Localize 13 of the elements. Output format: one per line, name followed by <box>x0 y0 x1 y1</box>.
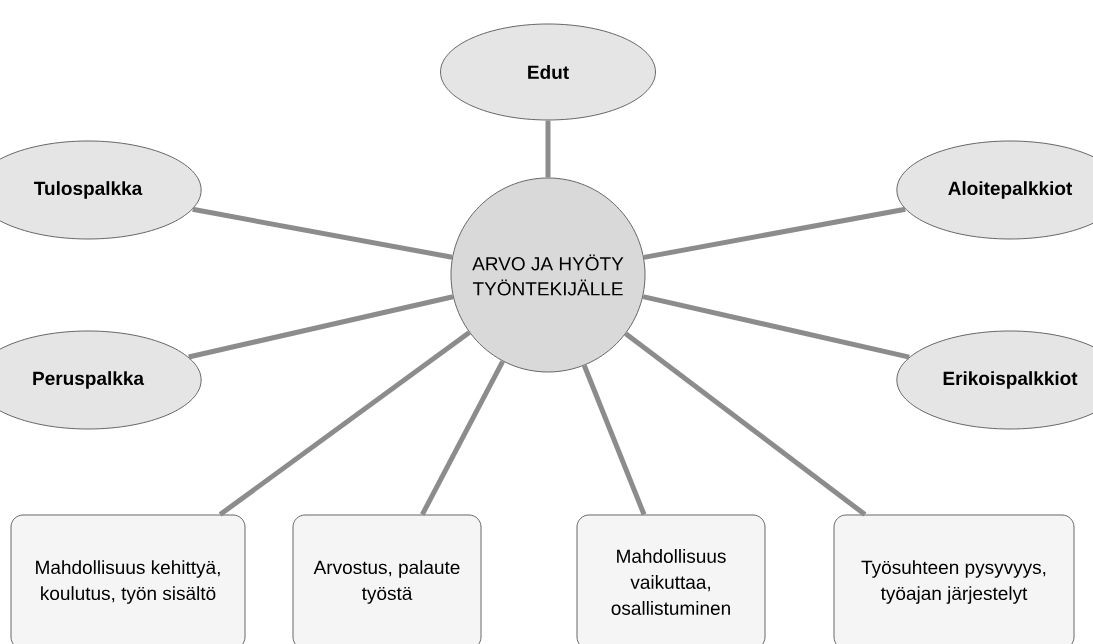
connector-line <box>642 294 910 360</box>
connector-line <box>192 206 453 260</box>
rounded-box: Työsuhteen pysyvyys, työajan järjestelyt <box>833 514 1075 644</box>
connector-line <box>218 330 471 517</box>
rounded-box: Arvostus, palaute työstä <box>292 514 482 644</box>
connector-line <box>545 120 551 178</box>
connector-line <box>420 360 505 516</box>
rounded-box: Mahdollisuus vaikuttaa, osallistuminen <box>576 514 766 644</box>
connector-line <box>188 294 454 360</box>
connector-line <box>624 331 867 517</box>
rounded-box: Mahdollisuus kehittyä, koulutus, työn sisältö <box>10 514 246 644</box>
connector-line <box>643 206 906 260</box>
connector-line <box>581 364 647 516</box>
